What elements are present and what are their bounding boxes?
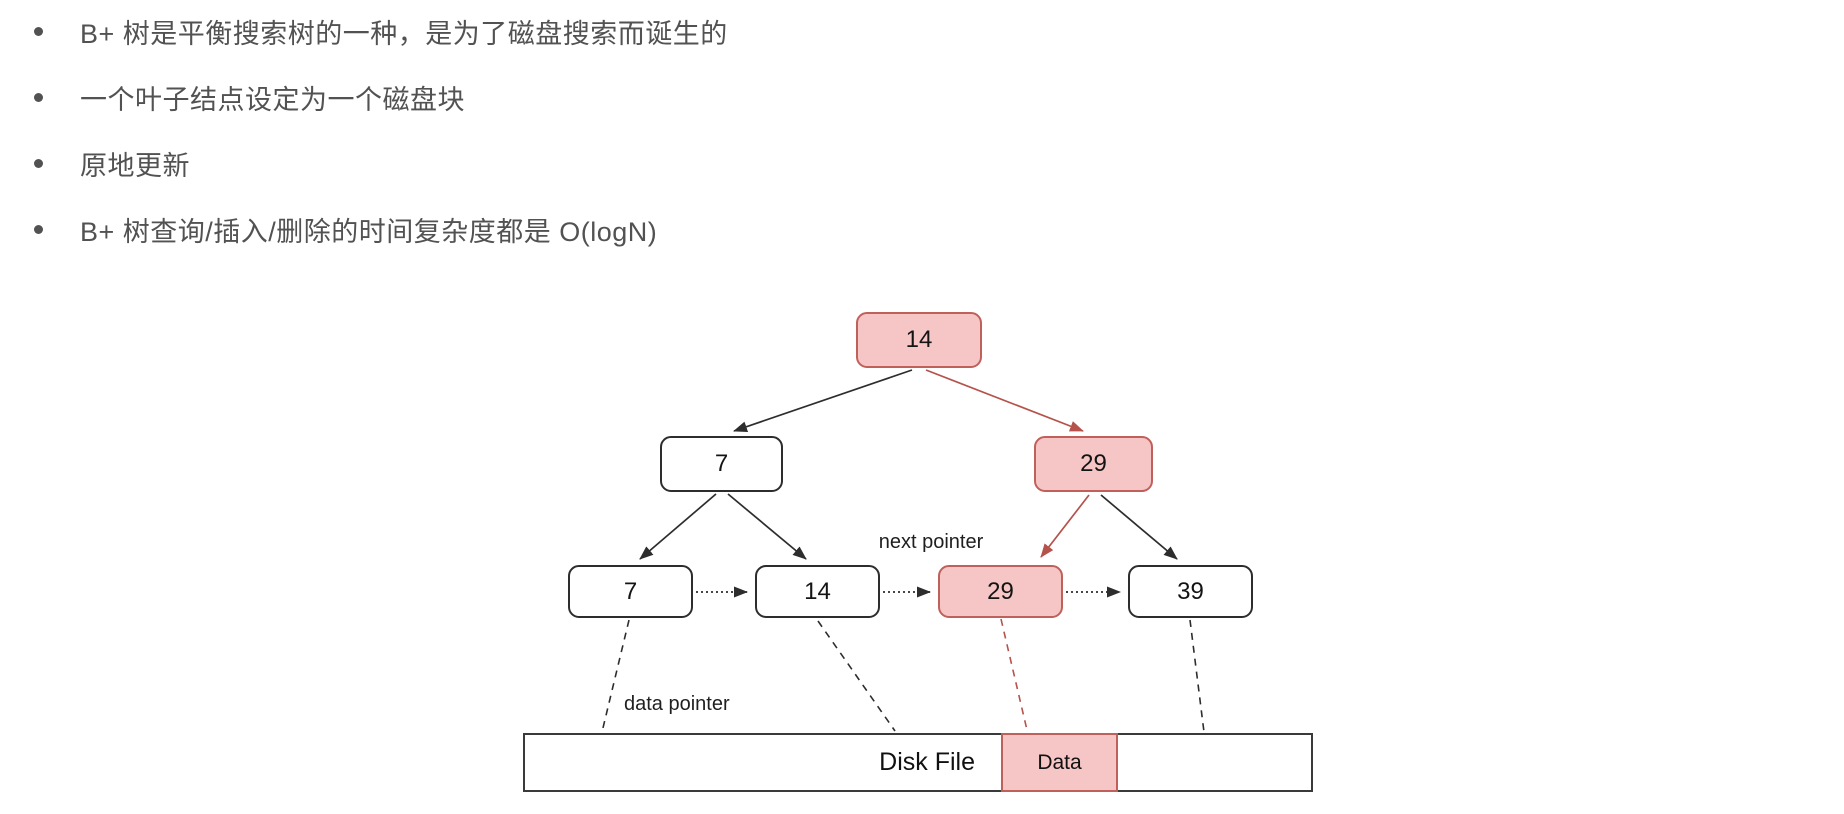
tree-node-internal-7: 7 — [660, 436, 783, 492]
tree-node-internal-29: 29 — [1034, 436, 1153, 492]
edge-29-to-leaf39 — [1100, 494, 1178, 560]
list-item: 原地更新 — [34, 130, 728, 196]
disk-data-block: Data — [1001, 733, 1118, 792]
data-pointer-leaf29-highlight — [1000, 618, 1028, 731]
list-item: 一个叶子结点设定为一个磁盘块 — [34, 64, 728, 130]
tree-node-leaf-14: 14 — [755, 565, 880, 618]
tree-node-root-14: 14 — [856, 312, 982, 368]
edge-7-to-leaf14 — [727, 493, 807, 560]
data-pointer-leaf14 — [817, 620, 896, 732]
note-text: B+ 树是平衡搜索树的一种，是为了磁盘搜索而诞生的 — [80, 18, 728, 49]
tree-node-leaf-29: 29 — [938, 565, 1063, 618]
list-item: B+ 树查询/插入/删除的时间复杂度都是 O(logN) — [34, 196, 728, 262]
edge-29-to-leaf29-highlight — [1040, 494, 1090, 558]
disk-file-bar: Disk File Data — [523, 733, 1313, 792]
bullet-icon — [34, 224, 43, 234]
next-pointer-label: next pointer — [878, 531, 984, 553]
bullet-icon — [34, 26, 43, 36]
edge-7-to-leaf7 — [639, 493, 717, 560]
disk-file-label: Disk File — [879, 748, 975, 776]
bullet-icon — [34, 92, 43, 102]
tree-node-leaf-7: 7 — [568, 565, 693, 618]
data-pointer-label: data pointer — [624, 693, 730, 715]
list-item: B+ 树是平衡搜索树的一种，是为了磁盘搜索而诞生的 — [34, 0, 728, 64]
note-text: B+ 树查询/插入/删除的时间复杂度都是 O(logN) — [80, 216, 658, 247]
bullet-icon — [34, 158, 43, 168]
edge-root-to-7 — [733, 369, 913, 432]
note-text: 一个叶子结点设定为一个磁盘块 — [80, 84, 465, 115]
note-text: 原地更新 — [80, 150, 190, 181]
tree-node-leaf-39: 39 — [1128, 565, 1253, 618]
edge-root-to-29-highlight — [925, 369, 1084, 432]
data-pointer-leaf39 — [1189, 619, 1205, 733]
notes-list: B+ 树是平衡搜索树的一种，是为了磁盘搜索而诞生的 一个叶子结点设定为一个磁盘块… — [34, 0, 728, 262]
